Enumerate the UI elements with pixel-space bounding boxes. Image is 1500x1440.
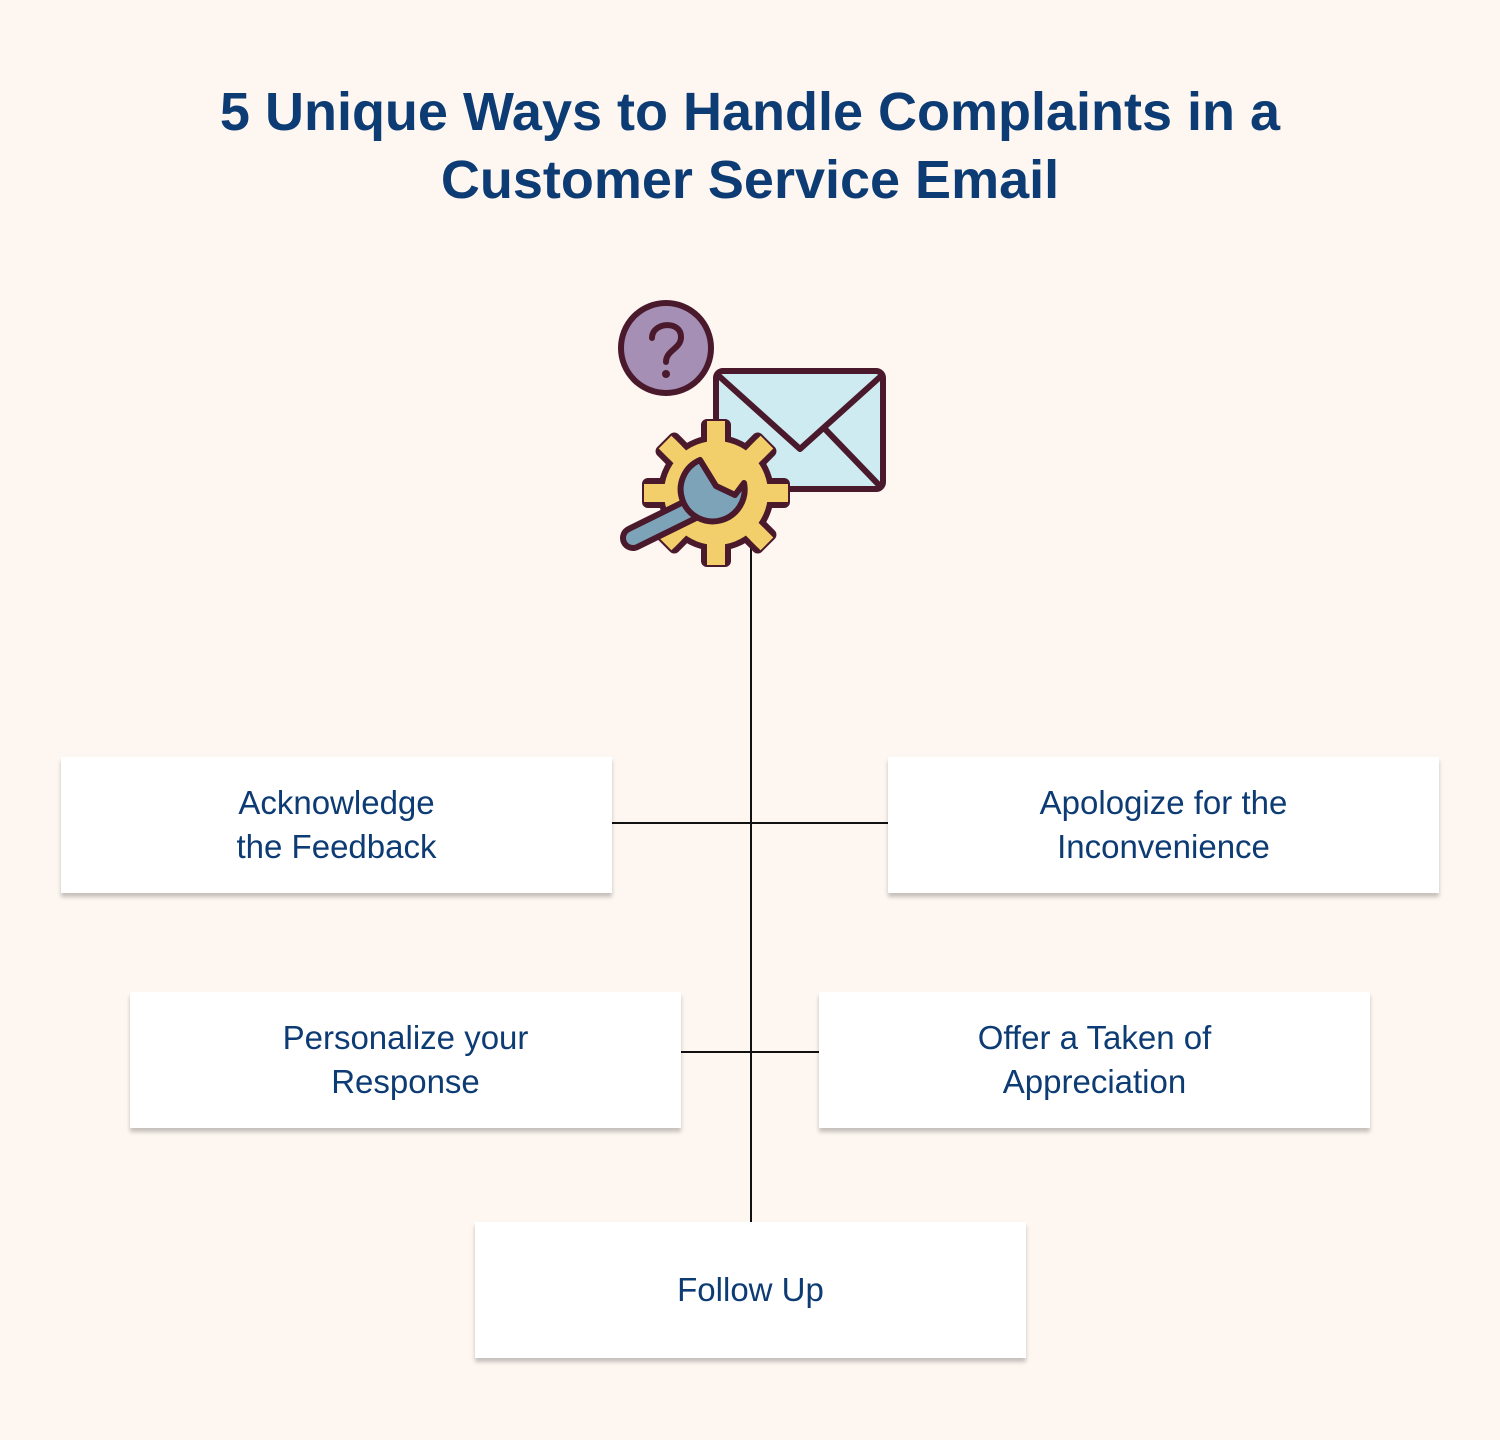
card-personalize-line-2: Response xyxy=(331,1063,480,1100)
card-offer-line-1: Offer a Taken of xyxy=(977,1019,1212,1056)
card-personalize-response: Personalize your Response xyxy=(130,992,681,1128)
card-acknowledge-line-1: Acknowledge xyxy=(238,784,435,821)
card-apologize-line-2: Inconvenience xyxy=(1057,828,1270,865)
card-acknowledge-line-2: the Feedback xyxy=(236,828,437,865)
card-offer-appreciation: Offer a Taken of Appreciation xyxy=(819,992,1370,1128)
card-acknowledge-feedback: Acknowledge the Feedback xyxy=(61,757,612,893)
title-line-2: Customer Service Email xyxy=(440,150,1060,210)
card-offer-line-2: Appreciation xyxy=(1002,1063,1187,1100)
hero-illustration xyxy=(618,300,886,567)
card-apologize-inconvenience: Apologize for the Inconvenience xyxy=(888,757,1439,893)
card-follow-up-line-1: Follow Up xyxy=(677,1271,824,1308)
card-follow-up: Follow Up xyxy=(475,1222,1026,1358)
card-apologize-line-1: Apologize for the xyxy=(1039,784,1288,821)
title-line-1: 5 Unique Ways to Handle Complaints in a xyxy=(219,82,1281,142)
page-title: 5 Unique Ways to Handle Complaints in a … xyxy=(100,78,1400,214)
question-mark-icon xyxy=(618,300,714,396)
wrench-icon xyxy=(620,457,748,551)
card-personalize-line-1: Personalize your xyxy=(282,1019,529,1056)
